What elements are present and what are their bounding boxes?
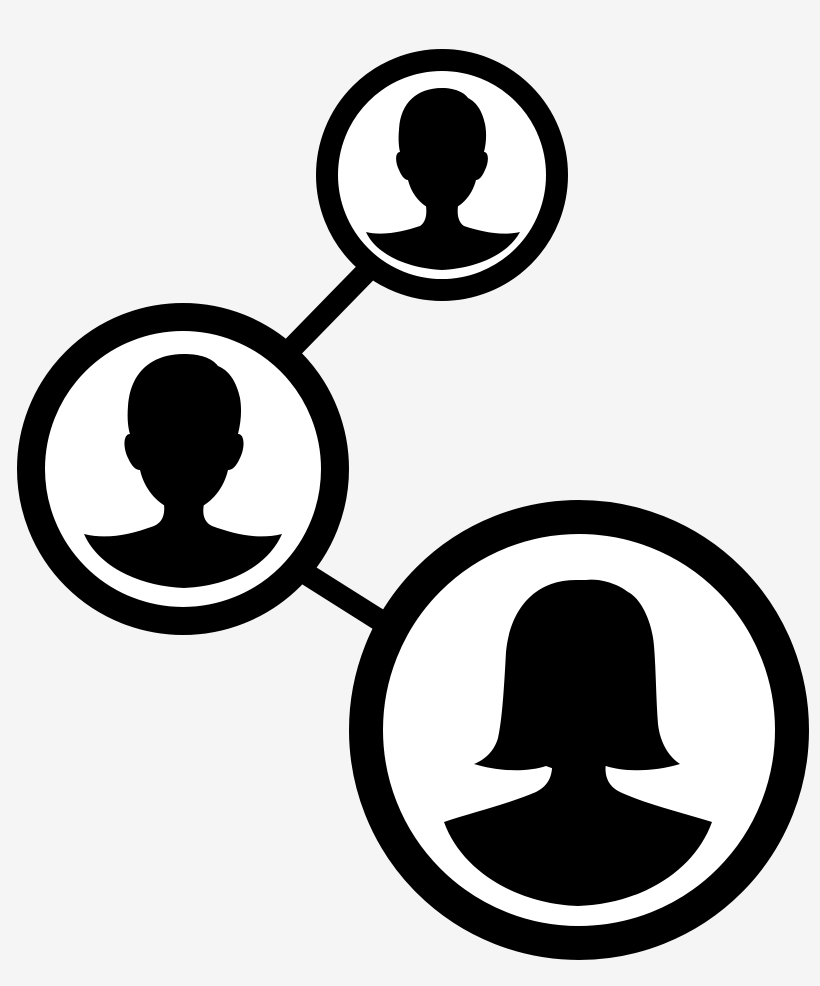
top-person-node bbox=[316, 49, 568, 301]
left-person-node bbox=[17, 303, 349, 635]
connection-top-left bbox=[284, 260, 378, 356]
male-avatar-icon bbox=[366, 88, 520, 270]
female-avatar-icon bbox=[444, 579, 712, 906]
connections bbox=[284, 260, 398, 638]
male-avatar-icon bbox=[84, 354, 282, 588]
connection-left-bottom bbox=[294, 560, 398, 638]
bottom-person-node bbox=[349, 500, 809, 960]
